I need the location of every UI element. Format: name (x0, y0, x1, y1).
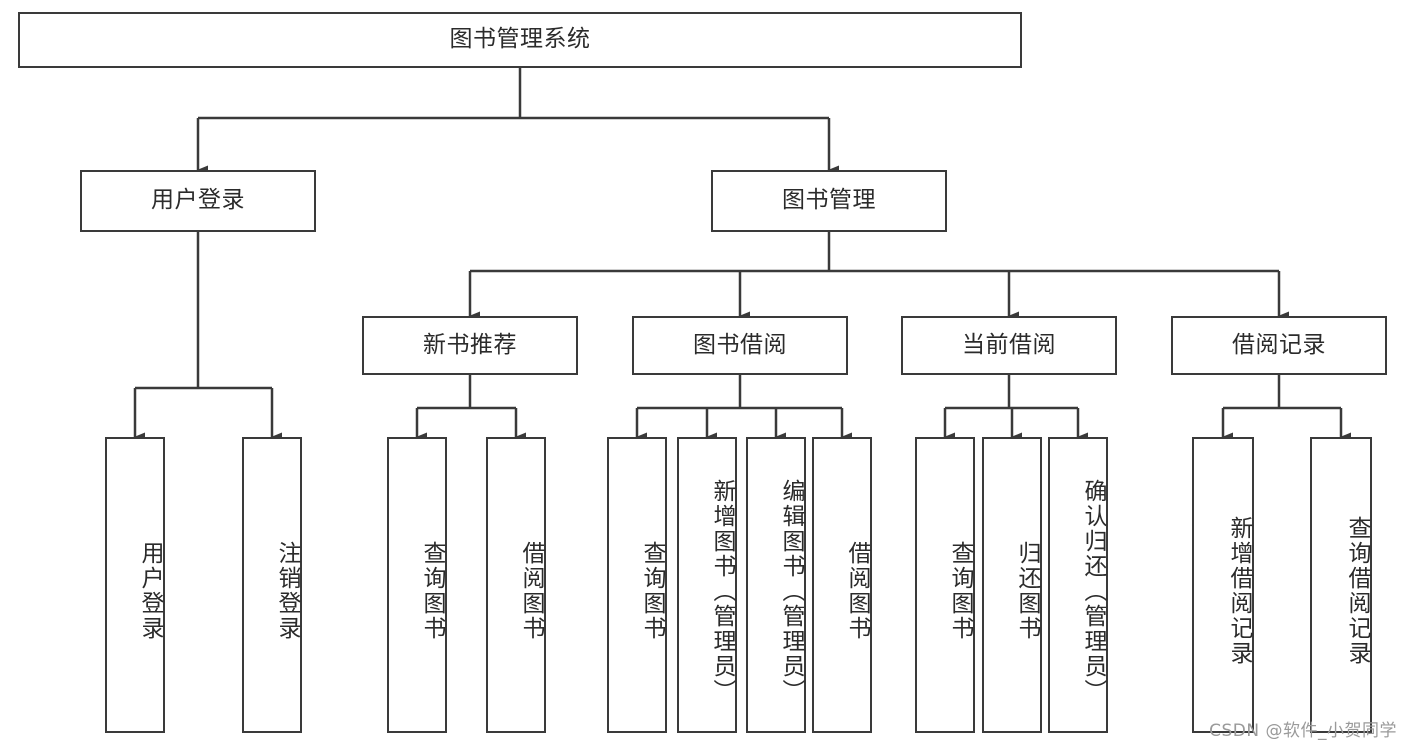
node-new-books[interactable]: 新书推荐 (362, 316, 578, 375)
node-label: 查询借阅记录 (1344, 516, 1370, 666)
node-leaf-user-login[interactable]: 用户登录 (105, 437, 165, 733)
node-records[interactable]: 借阅记录 (1171, 316, 1387, 375)
node-book-mgmt[interactable]: 图书管理 (711, 170, 947, 232)
node-label: 注销登录 (274, 541, 300, 641)
node-label: 当前借阅 (962, 331, 1056, 358)
node-current[interactable]: 当前借阅 (901, 316, 1117, 375)
node-leaf-cur-confirm[interactable]: 确认归还（管理员） (1048, 437, 1108, 733)
node-label: 借阅记录 (1232, 331, 1326, 358)
node-leaf-logout[interactable]: 注销登录 (242, 437, 302, 733)
node-label: 新增借阅记录 (1226, 516, 1252, 666)
node-leaf-bw-add[interactable]: 新增图书（管理员） (677, 437, 737, 733)
node-leaf-bw-edit[interactable]: 编辑图书（管理员） (746, 437, 806, 733)
node-root[interactable]: 图书管理系统 (18, 12, 1022, 68)
node-label: 借阅图书 (518, 541, 544, 641)
node-leaf-rec-query[interactable]: 查询借阅记录 (1310, 437, 1372, 733)
node-label: 借阅图书 (844, 541, 870, 641)
node-label: 新书推荐 (423, 331, 517, 358)
node-label: 用户登录 (151, 187, 245, 214)
node-leaf-rec-add[interactable]: 新增借阅记录 (1192, 437, 1254, 733)
node-label: 图书管理系统 (449, 26, 591, 53)
node-label: 查询图书 (419, 541, 445, 641)
node-label: 图书管理 (782, 187, 876, 214)
node-borrow[interactable]: 图书借阅 (632, 316, 848, 375)
node-leaf-bw-borrow[interactable]: 借阅图书 (812, 437, 872, 733)
node-label: 查询图书 (639, 541, 665, 641)
node-label: 确认归还（管理员） (1080, 478, 1106, 704)
node-leaf-nb-query[interactable]: 查询图书 (387, 437, 447, 733)
node-label: 查询图书 (947, 541, 973, 641)
node-leaf-cur-return[interactable]: 归还图书 (982, 437, 1042, 733)
watermark-label: CSDN @软件_小贺同学 (1209, 721, 1397, 741)
node-label: 图书借阅 (693, 331, 787, 358)
node-leaf-nb-borrow[interactable]: 借阅图书 (486, 437, 546, 733)
node-leaf-cur-query[interactable]: 查询图书 (915, 437, 975, 733)
node-login[interactable]: 用户登录 (80, 170, 316, 232)
node-label: 归还图书 (1014, 541, 1040, 641)
node-leaf-bw-query[interactable]: 查询图书 (607, 437, 667, 733)
edge-group (133, 68, 1351, 442)
node-label: 新增图书（管理员） (709, 478, 735, 704)
node-label: 用户登录 (137, 541, 163, 641)
node-label: 编辑图书（管理员） (778, 478, 804, 704)
